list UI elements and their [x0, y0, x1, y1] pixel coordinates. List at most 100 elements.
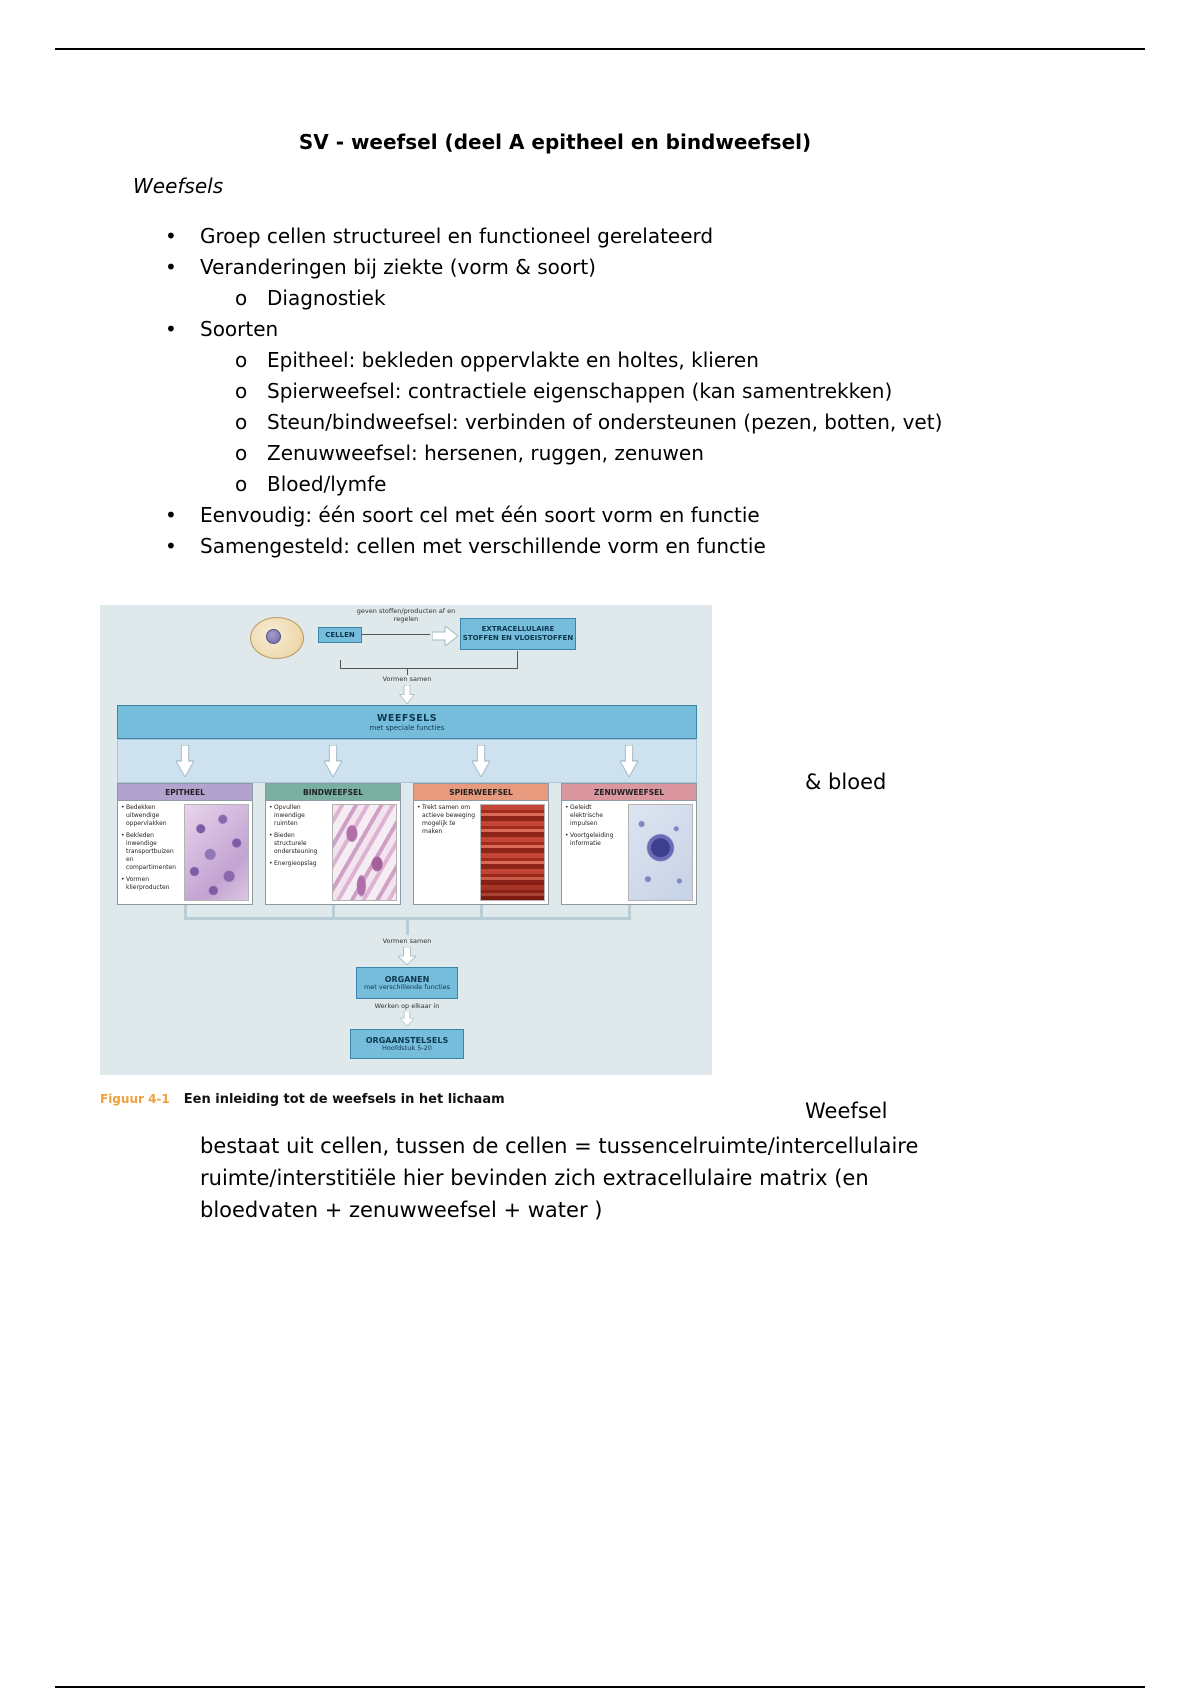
tissue-bullet: Voortgeleiding informatie: [565, 832, 625, 848]
weefsels-title: WEEFSELS: [376, 712, 438, 724]
figure-4-1-diagram: geven stoffen/producten af en regelen CE…: [100, 605, 712, 1075]
tissue-card-bullets: Geleidt elektrische impulsen Voortgeleid…: [565, 804, 625, 901]
connector-line: [184, 905, 187, 918]
tissue-card-spierweefsel: SPIERWEEFSEL Trekt samen om actieve bewe…: [413, 783, 549, 905]
organen-subtitle: met verschillende functies: [363, 982, 451, 991]
list-item: o Diagnostiek: [235, 283, 995, 314]
list-item: • Eenvoudig: één soort cel met één soort …: [165, 500, 995, 531]
vormen-samen-note: Vormen samen: [382, 937, 432, 945]
connector-line: [184, 917, 631, 920]
werken-note: Werken op elkaar in: [374, 1002, 440, 1010]
histology-image-bindweefsel: [332, 804, 397, 901]
branch-arrow-down-icon: [620, 745, 638, 777]
connector-line: [517, 651, 518, 668]
orgaanstelsels-subtitle: Hoofdstuk 5-20: [382, 1043, 432, 1052]
top-rule: [55, 48, 1145, 50]
extracellular-line1: EXTRACELLULAIRE: [481, 625, 555, 633]
connector-line: [340, 660, 341, 668]
branch-arrow-down-icon: [324, 745, 342, 777]
figure-top-note: geven stoffen/producten af en regelen: [356, 607, 456, 623]
branch-arrow-down-icon: [472, 745, 490, 777]
connector-line: [407, 668, 408, 675]
connector-line: [362, 634, 430, 635]
page-title: SV - weefsel (deel A epitheel en bindwee…: [298, 130, 812, 154]
organen-title: ORGANEN: [384, 974, 430, 984]
tissue-card-zenuwweefsel: ZENUWWEEFSEL Geleidt elektrische impulse…: [561, 783, 697, 905]
branch-strip: [117, 739, 697, 783]
tissue-bullet: Energieopslag: [269, 860, 329, 868]
figure-caption-label: Figuur 4-1: [100, 1092, 170, 1106]
tissue-bullet: Bekleden inwendige transportbuizen en co…: [121, 832, 181, 872]
closing-line: bloedvaten + zenuwweefsel + water ): [200, 1198, 603, 1222]
branch-arrow-down-icon: [176, 745, 194, 777]
bullet-marker: •: [165, 534, 177, 558]
extracellular-box: EXTRACELLULAIRE STOFFEN EN VLOEISTOFFEN: [460, 618, 576, 650]
tissue-bullet: Bieden structurele ondersteuning: [269, 832, 329, 856]
list-item: o Spierweefsel: contractiele eigenschappe…: [235, 376, 995, 407]
list-item: • Veranderingen bij ziekte (vorm & soort): [165, 252, 995, 283]
weefsels-subtitle: met speciale functies: [369, 723, 445, 732]
bullet-text: Groep cellen structureel en functioneel …: [200, 224, 714, 248]
side-note-bloed: & bloed: [805, 770, 887, 794]
tissue-card-bullets: Bedekken uitwendige oppervlakken Beklede…: [121, 804, 181, 901]
tissue-card-body: Opvullen inwendige ruimten Bieden struct…: [266, 801, 400, 904]
tissue-card-body: Geleidt elektrische impulsen Voortgeleid…: [562, 801, 696, 904]
tissue-bullet: Opvullen inwendige ruimten: [269, 804, 329, 828]
list-item: •Samengesteld: cellen met verschillende …: [165, 531, 995, 562]
flow-arrow-right-icon: [432, 626, 458, 646]
bottom-rule: [55, 1686, 1145, 1688]
tissue-card-body: Trekt samen om actieve beweging mogelijk…: [414, 801, 548, 904]
tissue-card-body: Bedekken uitwendige oppervlakken Beklede…: [118, 801, 252, 904]
vormen-samen-note: Vormen samen: [382, 675, 432, 683]
figure-caption: Figuur 4-1 Een inleiding tot de weefsels …: [100, 1092, 505, 1107]
tissue-card-epitheel: EPITHEEL Bedekken uitwendige oppervlakke…: [117, 783, 253, 905]
flow-arrow-down-icon: [398, 685, 416, 704]
orgaanstelsels-box: ORGAANSTELSELS Hoofdstuk 5-20: [350, 1029, 464, 1059]
bullet-text: Epitheel: bekleden oppervlakte en holtes…: [267, 348, 759, 372]
tissue-bullet: Trekt samen om actieve beweging mogelijk…: [417, 804, 477, 836]
bullet-text: Spierweefsel: contractiele eigenschappen…: [267, 379, 893, 403]
tissue-cards-row: EPITHEEL Bedekken uitwendige oppervlakke…: [117, 783, 697, 905]
organen-box: ORGANEN met verschillende functies: [356, 967, 458, 999]
bullet-marker: •: [165, 255, 177, 279]
figure-caption-text: Een inleiding tot de weefsels in het lic…: [183, 1092, 505, 1107]
bullet-marker: o: [235, 348, 248, 372]
bullet-marker: o: [235, 379, 248, 403]
list-item: •Soorten: [165, 314, 995, 345]
tissue-bullet: Vormen klierproducten: [121, 876, 181, 892]
histology-image-spierweefsel: [480, 804, 545, 901]
tissue-card-bindweefsel: BINDWEEFSEL Opvullen inwendige ruimten B…: [265, 783, 401, 905]
tissue-bullet: Geleidt elektrische impulsen: [565, 804, 625, 828]
list-item: o Steun/bindweefsel: verbinden of onderst…: [235, 407, 995, 438]
bullet-marker: •: [165, 503, 177, 527]
bullet-marker: o: [235, 472, 248, 496]
connector-line: [340, 668, 518, 669]
bullet-marker: o: [235, 286, 248, 310]
tissue-card-bullets: Opvullen inwendige ruimten Bieden struct…: [269, 804, 329, 901]
connector-line: [406, 920, 409, 935]
orgaanstelsels-title: ORGAANSTELSELS: [365, 1035, 449, 1045]
tissue-card-title: BINDWEEFSEL: [266, 784, 400, 801]
tissue-card-title: ZENUWWEEFSEL: [562, 784, 696, 801]
tissue-card-bullets: Trekt samen om actieve beweging mogelijk…: [417, 804, 477, 901]
bullet-text: Eenvoudig: één soort cel met één soort v…: [200, 503, 760, 527]
cellen-label: CELLEN: [318, 627, 362, 643]
bullet-text: Steun/bindweefsel: verbinden of onderste…: [267, 410, 943, 434]
section-heading: Weefsels: [133, 174, 224, 198]
bullet-text: Soorten: [200, 317, 279, 341]
extracellular-line2: STOFFEN EN VLOEISTOFFEN: [462, 634, 574, 642]
flow-arrow-down-icon: [398, 947, 416, 965]
closing-paragraph: bestaat uit cellen, tussen de cellen = t…: [200, 1130, 1000, 1226]
connector-line: [480, 905, 483, 918]
histology-image-epitheel: [184, 804, 249, 901]
tissue-bullet: Bedekken uitwendige oppervlakken: [121, 804, 181, 828]
closing-line: ruimte/interstitiële hier bevinden zich …: [200, 1166, 869, 1190]
bullet-list: • Groep cellen structureel en functioneel…: [165, 221, 995, 562]
connector-line: [332, 905, 335, 918]
bullet-text: Veranderingen bij ziekte (vorm & soort): [200, 255, 596, 279]
bullet-text: Diagnostiek: [267, 286, 386, 310]
cell-nucleus: [266, 629, 281, 644]
connector-line: [628, 905, 631, 918]
bullet-marker: o: [235, 410, 248, 434]
